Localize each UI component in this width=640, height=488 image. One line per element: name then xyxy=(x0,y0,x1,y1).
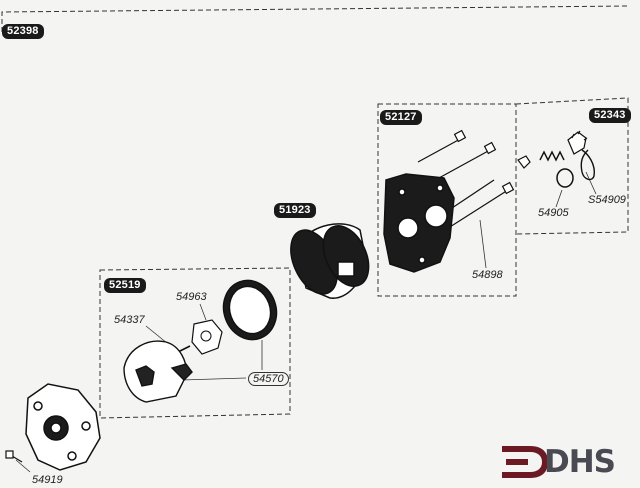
leader-54898 xyxy=(479,219,487,269)
pump-body-part xyxy=(290,223,370,299)
kit-tag-52343: 52343 xyxy=(589,108,631,123)
cover-housing-part xyxy=(123,340,193,403)
kit-tag-52127: 52127 xyxy=(380,110,422,125)
pin-part xyxy=(517,155,531,169)
leader-54963 xyxy=(199,303,207,321)
diaphragm-part xyxy=(222,279,278,341)
part-number-54337: 54337 xyxy=(114,314,145,326)
leader-54919 xyxy=(15,459,31,473)
part-number-54905: 54905 xyxy=(538,207,569,219)
pump-casting-part xyxy=(25,383,101,471)
kit-52127-boundary xyxy=(377,103,517,297)
dhs-logo-text: DHS xyxy=(544,444,616,480)
kit-52343-boundary xyxy=(515,97,629,235)
dhs-logo-mark xyxy=(502,446,548,478)
o-ring-54905 xyxy=(556,168,574,188)
leader-54570-a xyxy=(181,377,247,381)
part-number-54898: 54898 xyxy=(472,269,503,281)
leader-54905 xyxy=(555,189,563,208)
part-number-54919: 54919 xyxy=(32,474,63,486)
kit-tag-51923: 51923 xyxy=(274,203,316,218)
part-number-54570: 54570 xyxy=(248,372,289,386)
screw-54919 xyxy=(5,450,23,463)
kit-tag-52398: 52398 xyxy=(2,24,44,39)
bolts-54898 xyxy=(417,129,515,233)
gasket-54963 xyxy=(191,319,223,355)
plug-part xyxy=(567,130,588,155)
kit-52519-boundary xyxy=(99,267,291,419)
part-number-54963: 54963 xyxy=(176,291,207,303)
end-plate-part xyxy=(383,173,455,273)
kit-52398-boundary xyxy=(1,5,629,32)
leader-S54909 xyxy=(585,171,597,195)
kit-tag-52519: 52519 xyxy=(104,278,146,293)
clip-S54909 xyxy=(580,149,596,181)
part-number-S54909: S54909 xyxy=(588,194,626,206)
spring-part xyxy=(539,150,565,162)
